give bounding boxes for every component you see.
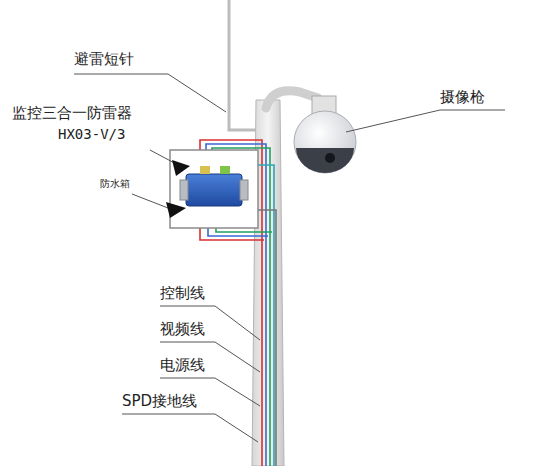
part-label: 避雷短针 bbox=[74, 50, 134, 68]
terminal bbox=[200, 166, 210, 174]
waterproof-box bbox=[170, 150, 258, 228]
camera-dome bbox=[294, 111, 356, 173]
terminal bbox=[220, 166, 230, 174]
camera-lens bbox=[325, 153, 335, 163]
cable-label: 视频线 bbox=[160, 320, 205, 338]
part-label: 摄像枪 bbox=[440, 88, 485, 106]
connector bbox=[180, 180, 188, 200]
cable-label: 控制线 bbox=[160, 284, 205, 302]
lightning-rod bbox=[229, 0, 256, 130]
cable-label: 电源线 bbox=[160, 356, 205, 374]
part-label: 防水箱 bbox=[100, 178, 130, 190]
connector bbox=[240, 180, 248, 200]
camera-arm bbox=[266, 91, 318, 108]
arrow-head bbox=[166, 202, 186, 218]
arrow-head bbox=[172, 160, 190, 176]
leader-lines bbox=[74, 74, 505, 442]
part-label: 监控三合一防雷器 bbox=[12, 104, 132, 122]
model-label: HX03-V/3 bbox=[58, 126, 125, 143]
surge-protector bbox=[186, 174, 242, 206]
camera-lens-dome bbox=[296, 148, 354, 173]
cable-label: SPD接地线 bbox=[122, 392, 197, 410]
